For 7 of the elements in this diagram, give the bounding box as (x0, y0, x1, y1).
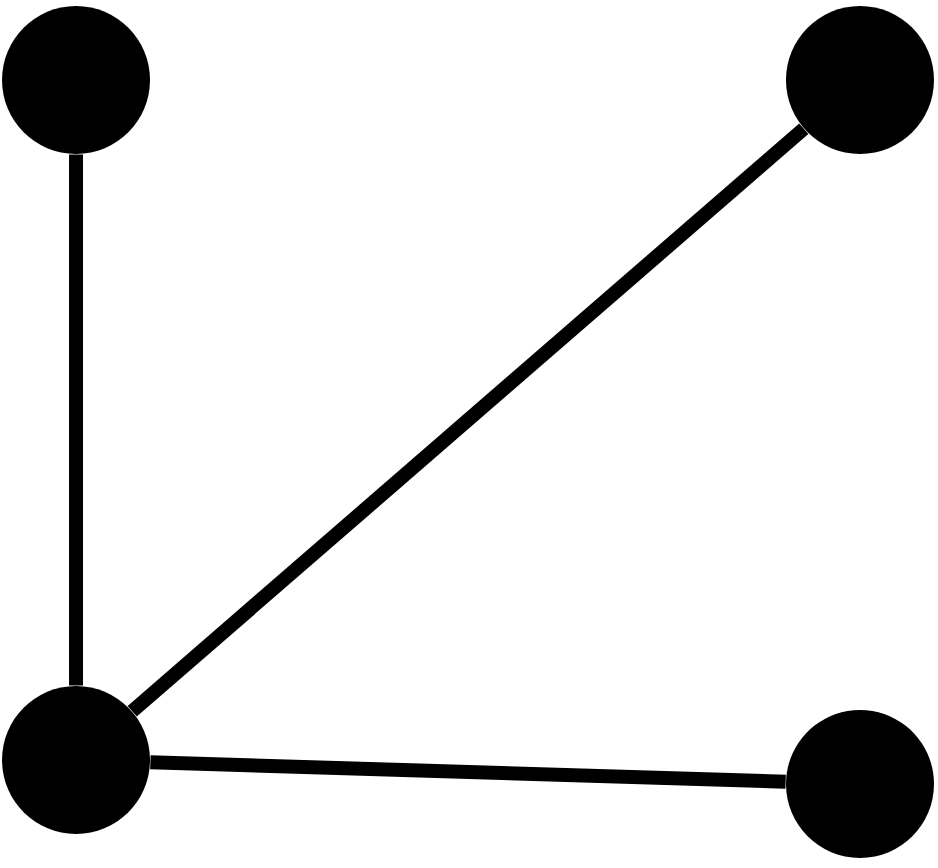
connector-line (150, 755, 786, 789)
connector-line (127, 123, 809, 717)
circle-node (786, 6, 934, 154)
circle-node (2, 685, 150, 834)
circle-node (2, 6, 150, 154)
connector-line (69, 154, 83, 686)
circle-node (786, 710, 934, 858)
